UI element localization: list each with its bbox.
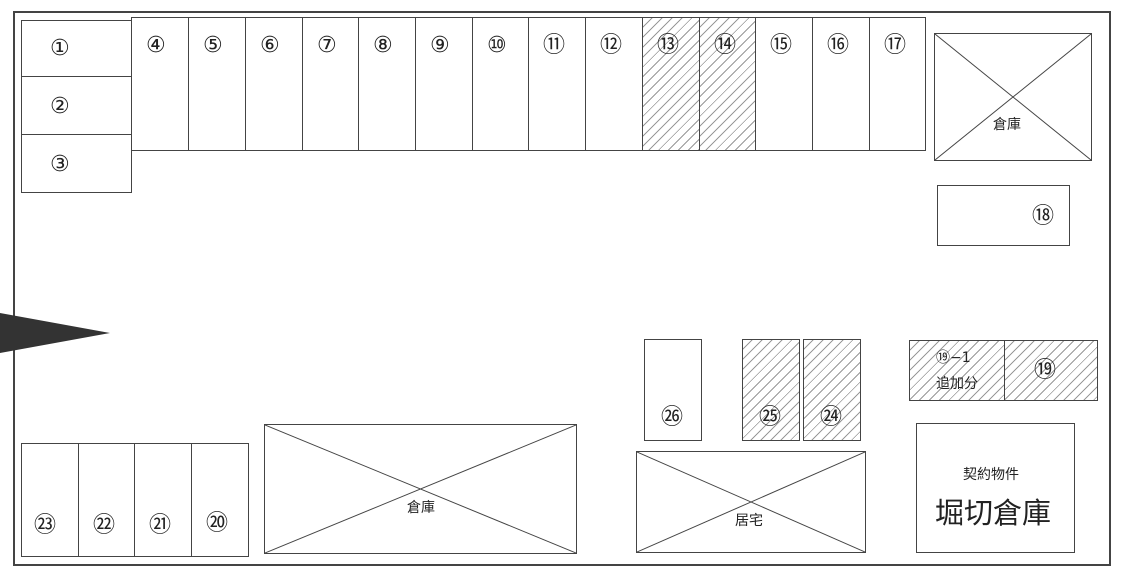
slot-label: ⑥ (260, 33, 280, 58)
slot-22[interactable]: ㉒ (78, 443, 135, 557)
slot-4[interactable]: ④ (131, 17, 189, 151)
slot-label: ⑯ (827, 33, 850, 58)
slot-3[interactable]: ③ (21, 134, 132, 193)
slot-21[interactable]: ㉑ (134, 443, 192, 557)
warehouse-top: 倉庫 (934, 33, 1092, 161)
slot-8[interactable]: ⑧ (358, 17, 416, 151)
slot-label: ⑳ (206, 511, 229, 536)
slot-label: ③ (50, 152, 70, 177)
slot-23[interactable]: ㉓ (21, 443, 79, 557)
slot-10[interactable]: ⑩ (472, 17, 530, 151)
slot-label: ⑱ (1032, 204, 1055, 229)
slot-label: ㉔ (820, 405, 843, 430)
residence: 居宅 (636, 451, 866, 553)
contract-caption: 契約物件 (963, 467, 1019, 483)
slot-label: ⑫ (600, 33, 623, 58)
slot-14[interactable]: ⑭ (699, 17, 757, 151)
slot-15[interactable]: ⑮ (755, 17, 813, 151)
slot-12[interactable]: ⑫ (585, 17, 643, 151)
slot-7[interactable]: ⑦ (302, 17, 360, 151)
cross-mark-icon (935, 34, 1091, 160)
slot-label: ⑧ (373, 33, 393, 58)
cross-mark-icon (637, 452, 865, 552)
slot-19-1[interactable]: ⑲−1 追加分 (909, 340, 1005, 401)
slot-label: ⑭ (714, 33, 737, 58)
entrance-arrow-icon (0, 313, 110, 353)
slot-9[interactable]: ⑨ (415, 17, 473, 151)
warehouse-bottom: 倉庫 (264, 424, 577, 554)
slot-label: ⑮ (770, 33, 793, 58)
slot-label: ① (50, 36, 70, 61)
slot-label: ② (50, 94, 70, 119)
slot-label: ㉑ (149, 513, 172, 538)
slot-17[interactable]: ⑰ (869, 17, 926, 151)
slot-label: ⑩ (487, 33, 507, 58)
contract-name: 堀切倉庫 (935, 496, 1052, 530)
warehouse-label: 倉庫 (993, 114, 1021, 134)
slot-2[interactable]: ② (21, 76, 132, 135)
slot-label: ⑲ (1034, 358, 1057, 383)
slot-19[interactable]: ⑲ (1004, 340, 1098, 401)
slot-label: ⑲−1 (936, 350, 971, 366)
slot-11[interactable]: ⑪ (528, 17, 586, 151)
contract-property[interactable]: 契約物件 堀切倉庫 (916, 423, 1075, 553)
slot-label: ⑬ (657, 33, 680, 58)
slot-5[interactable]: ⑤ (188, 17, 246, 151)
warehouse-label: 倉庫 (407, 500, 435, 516)
slot-6[interactable]: ⑥ (245, 17, 303, 151)
slot-label: ⑤ (203, 33, 223, 58)
slot-label: ⑦ (317, 33, 337, 58)
slot-label: ㉕ (759, 405, 782, 430)
slot-13[interactable]: ⑬ (642, 17, 700, 151)
slot-label: ⑪ (543, 33, 566, 58)
slot-16[interactable]: ⑯ (812, 17, 870, 151)
slot-label: ⑰ (884, 33, 907, 58)
slot-20[interactable]: ⑳ (191, 443, 249, 557)
slot-18[interactable]: ⑱ (937, 185, 1070, 246)
cross-mark-icon (265, 425, 576, 553)
residence-label: 居宅 (735, 513, 763, 529)
slot-1[interactable]: ① (21, 20, 132, 77)
slot-label: ⑨ (430, 33, 450, 58)
slot-label: ㉒ (93, 513, 116, 538)
slot-note: 追加分 (936, 376, 978, 392)
slot-label: ④ (146, 33, 166, 58)
slot-label: ㉖ (661, 405, 684, 430)
slot-24[interactable]: ㉔ (803, 339, 861, 441)
slot-26[interactable]: ㉖ (644, 339, 702, 441)
slot-label: ㉓ (34, 513, 57, 538)
slot-25[interactable]: ㉕ (742, 339, 800, 441)
